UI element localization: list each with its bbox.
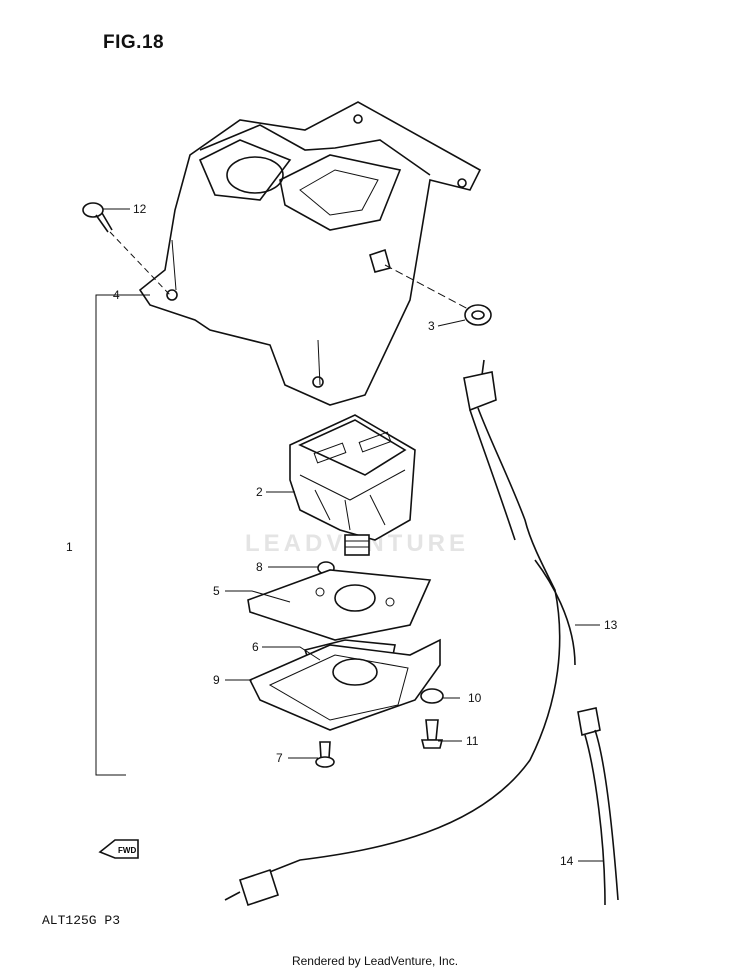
plate-9 [248,638,441,731]
callout-3: 3 [428,319,435,333]
washer-10 [420,688,444,704]
figure-title: FIG.18 [103,32,165,53]
screw-7 [315,741,335,768]
speedometer-cable [224,359,576,907]
callout-11: 11 [466,734,479,748]
callout-6: 6 [252,640,259,654]
meter-cover [138,101,482,406]
fwd-arrow-icon: FWD [98,839,139,859]
callout-8: 8 [256,560,263,574]
callout-1: 1 [66,540,73,554]
callout-4: 4 [113,288,120,302]
gasket-5 [247,569,432,641]
screw-12 [82,202,171,296]
callout-9: 9 [213,673,220,687]
render-credit: Rendered by LeadVenture, Inc. [291,954,459,968]
model-code: ALT125G P3 [42,913,121,928]
callout-2: 2 [256,485,263,499]
callout-13: 13 [604,618,618,632]
leader-lines [103,208,604,862]
callout-12: 12 [133,202,147,216]
cable-tie [577,707,619,906]
grommet-3 [384,264,492,326]
callout-14: 14 [560,854,574,868]
fwd-label: FWD [118,846,136,855]
screw-11 [420,719,444,749]
assembly-bracket [95,294,126,776]
callout-5: 5 [213,584,220,598]
callout-10: 10 [468,691,482,705]
callout-7: 7 [276,751,283,765]
speedometer [289,414,416,556]
